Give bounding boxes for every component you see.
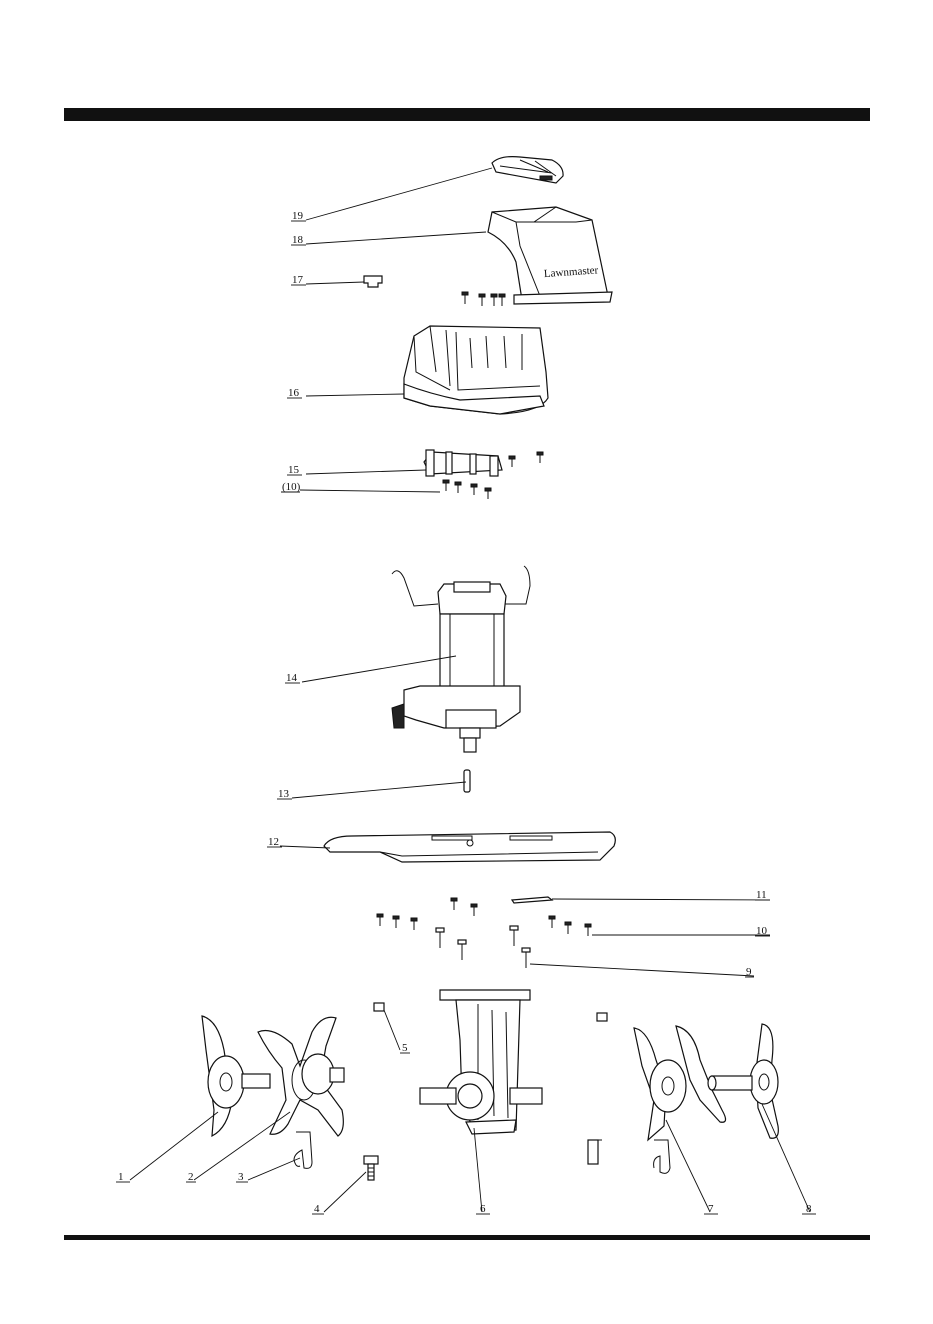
callout-18: 18 xyxy=(292,234,304,246)
part-12-base-plate xyxy=(324,832,615,862)
callout-10: 10 xyxy=(756,925,768,937)
part-18-motor-cover: Lawnmaster xyxy=(488,207,612,304)
callout-5: 5 xyxy=(402,1042,408,1054)
callout-3: 3 xyxy=(238,1171,244,1183)
callout-17: 17 xyxy=(292,274,304,286)
screws-9 xyxy=(436,926,530,968)
callout-16: 16 xyxy=(288,387,300,399)
part-19-top-cover xyxy=(492,157,563,183)
part-2-tine-left-inner xyxy=(258,1017,344,1136)
callout-6: 6 xyxy=(480,1203,486,1215)
part-17-clip xyxy=(364,276,382,287)
callout-1: 1 xyxy=(118,1171,124,1183)
part-11-shim xyxy=(512,897,552,903)
callout-19: 19 xyxy=(292,210,304,222)
callout-15: 15 xyxy=(288,464,300,476)
callout-7: 7 xyxy=(708,1203,714,1215)
part-16-lower-housing xyxy=(404,326,548,414)
callout-13: 13 xyxy=(278,788,290,800)
screws-18 xyxy=(462,292,505,306)
footer-bar xyxy=(64,1235,870,1240)
part-13-pin xyxy=(464,770,470,792)
part-14-motor xyxy=(392,566,530,752)
callout-14: 14 xyxy=(286,672,298,684)
callout-8: 8 xyxy=(806,1203,812,1215)
part-6-gearbox xyxy=(420,990,542,1134)
callout-4: 4 xyxy=(314,1203,320,1215)
callout-10-repeat: (10) xyxy=(282,481,301,493)
part-15-bracket xyxy=(424,450,502,476)
callout-12: 12 xyxy=(268,836,279,848)
screws-10 xyxy=(377,898,591,936)
part-4-bolt xyxy=(364,1140,598,1180)
callout-2: 2 xyxy=(188,1171,194,1183)
callout-11: 11 xyxy=(756,889,767,901)
callout-9: 9 xyxy=(746,966,752,978)
part-3-linchpin xyxy=(294,1132,670,1173)
